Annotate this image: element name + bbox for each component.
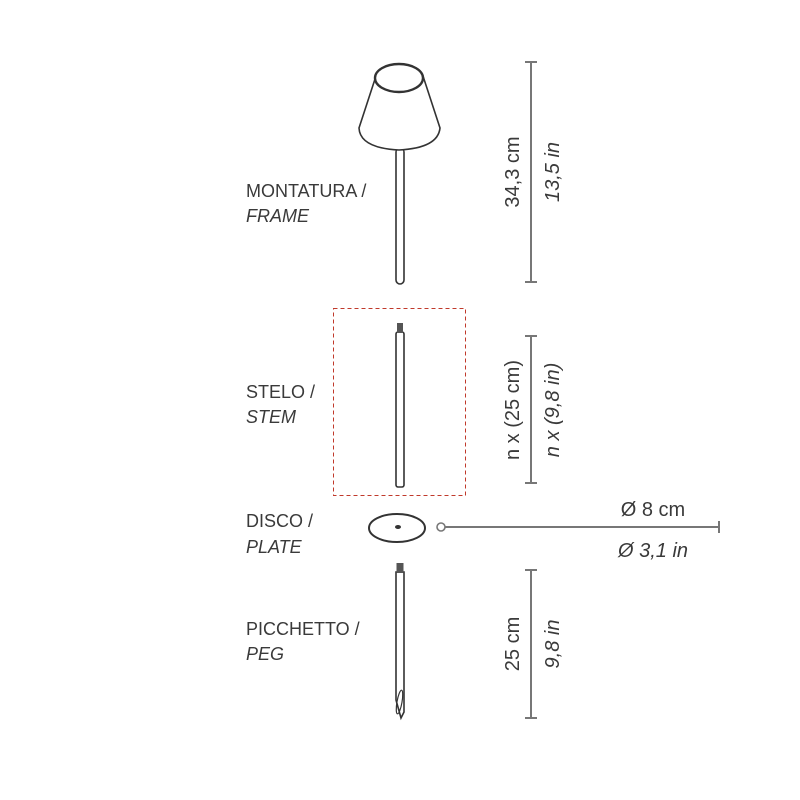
plate-label-en: PLATE [246,537,303,557]
peg-dimension-line [525,569,537,719]
frame-height-in: 13,5 in [542,142,564,202]
plate-diameter-in: Ø 3,1 in [617,540,688,562]
stem-height-in: n x (9,8 in) [542,363,564,457]
plate-diameter-cm: Ø 8 cm [621,499,685,521]
frame-dimension-line [525,61,537,283]
frame-label-it: MONTATURA / [246,181,366,201]
peg-height-in: 9,8 in [542,620,564,669]
peg-label-it: PICCHETTO / [246,619,360,639]
peg-height-cm: 25 cm [502,617,524,671]
frame-drawing [358,62,441,285]
peg-drawing [395,563,405,721]
stem-label-it: STELO / [246,382,315,402]
stem-height-cm: n x (25 cm) [502,360,524,460]
peg-label-en: PEG [246,644,284,664]
stem-dimension-line [525,335,537,484]
frame-label-en: FRAME [246,206,310,226]
stem-label-en: STEM [246,407,296,427]
stem-highlight-box [333,308,466,496]
plate-label-it: DISCO / [246,511,313,531]
frame-height-cm: 34,3 cm [502,136,524,207]
plate-dimension-line [436,521,720,533]
stem-drawing [395,323,405,488]
plate-drawing [368,513,426,543]
